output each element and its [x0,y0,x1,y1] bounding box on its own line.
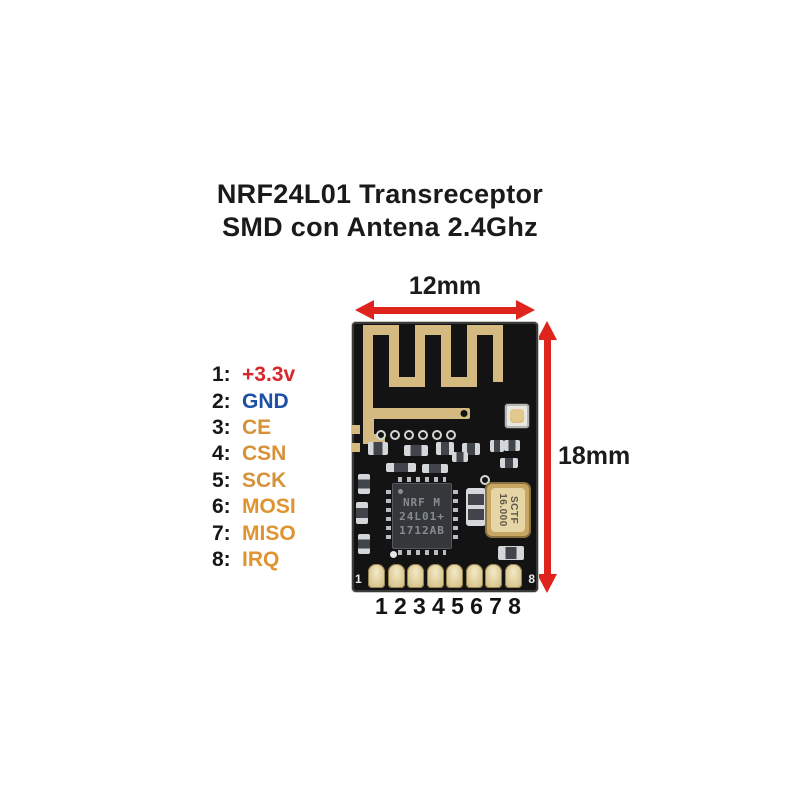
smd-component [358,534,370,554]
pin-row: 4: CSN [212,441,296,467]
pin-row: 3: CE [212,415,296,441]
chip-pins [386,490,391,542]
crystal-body [491,488,525,532]
chip-pins [453,490,458,542]
pin-number: 5: [212,468,231,492]
pad [387,564,405,588]
pin-number: 4: [212,442,231,466]
pad [407,564,425,588]
width-dimension-label: 12mm [408,272,482,300]
pin-row: 6: MOSI [212,494,296,520]
via [390,430,400,440]
crystal-oscillator: SCTF 16.000 [485,482,531,538]
pin-index: 5 [451,593,464,619]
height-dimension-arrow [537,321,558,593]
crystal-marking-line-1: SCTF [508,495,519,525]
via [446,430,456,440]
pin-label: SCK [242,468,287,492]
pin-row: 5: SCK [212,468,296,494]
smd-component [452,452,468,462]
pin-label: CSN [242,442,287,466]
silkscreen-pin8: 8 [528,572,535,586]
pad [485,564,503,588]
smd-component [500,458,518,468]
chip-marking-line-2: 24L01+ [399,510,445,523]
smd-component [356,502,368,524]
pin-number: 7: [212,521,231,545]
pin-index: 3 [413,593,426,619]
pad [465,564,483,588]
nrf24l01-module-photo: NRF M 24L01+ 1712AB SCTF 16.000 1 8 [352,322,538,592]
pin-number: 1: [212,363,231,387]
pin-label: IRQ [242,547,280,571]
smd-component [422,464,448,473]
width-dimension-arrow [355,300,535,321]
via [376,430,386,440]
smd-component [358,474,370,494]
pin-label: MOSI [242,495,296,519]
pin-row: 8: IRQ [212,547,296,573]
pad [504,564,522,588]
arrowhead-right-icon [516,300,535,320]
chip-pin1-marker [398,489,403,494]
smd-component [436,442,454,455]
title-line-2: SMD con Antena 2.4Ghz [222,212,538,242]
product-title: NRF24L01 Transreceptor SMD con Antena 2.… [170,178,590,244]
smd-component [504,440,520,451]
pin-label: GND [242,389,289,413]
pin-number: 2: [212,389,231,413]
smd-component [466,488,486,526]
chip-marking-line-1: NRF M [402,496,442,509]
via [432,430,442,440]
chip-pins [398,550,446,555]
pin-label: CE [242,415,272,439]
pin-index: 6 [470,593,483,619]
crystal-marking-line-2: 16.000 [497,493,508,527]
pin-index: 4 [432,593,445,619]
pin-numbers-row: 1 2 3 4 5 6 7 8 [375,593,521,620]
via [404,430,414,440]
arrowhead-left-icon [355,300,374,320]
smd-led [505,404,529,428]
antenna-trace [352,325,503,452]
pin-label: +3.3v [242,363,296,387]
pin-index: 1 [375,593,388,619]
pin-number: 8: [212,547,231,571]
pad [426,564,444,588]
pinout-legend: 1: +3.3v 2: GND 3: CE 4: CSN 5: SCK 6: M… [212,362,296,573]
pad [446,564,464,588]
smd-component [404,445,428,456]
nrf24l01-chip [392,483,452,549]
pad [368,564,385,588]
arrowhead-up-icon [537,321,557,340]
arrowhead-down-icon [537,574,557,593]
arrow-shaft [544,334,551,580]
chip-marking: NRF M 24L01+ 1712AB [392,496,452,538]
chip-pins [398,477,446,482]
pin-index: 8 [508,593,521,619]
smd-component [490,440,504,452]
via [390,551,397,558]
smd-component [386,463,416,472]
pin-row: 7: MISO [212,520,296,546]
title-line-1: NRF24L01 Transreceptor [216,179,544,209]
chip-marking-line-3: 1712AB [399,524,445,537]
pin-index: 2 [394,593,407,619]
arrow-shaft [368,307,522,314]
pin-index: 7 [489,593,502,619]
via [480,475,490,485]
pin-number: 6: [212,495,231,519]
smd-component [498,546,524,560]
via [418,430,428,440]
height-dimension-label: 18mm [558,442,631,470]
pin-row: 2: GND [212,388,296,414]
pin-number: 3: [212,415,231,439]
silkscreen-pin1: 1 [355,572,362,586]
castellated-pads [368,564,522,588]
smd-led-core [510,409,524,423]
smd-component [368,442,388,455]
crystal-marking: SCTF 16.000 [487,484,529,536]
pin-row: 1: +3.3v [212,362,296,388]
pin-label: MISO [242,521,296,545]
